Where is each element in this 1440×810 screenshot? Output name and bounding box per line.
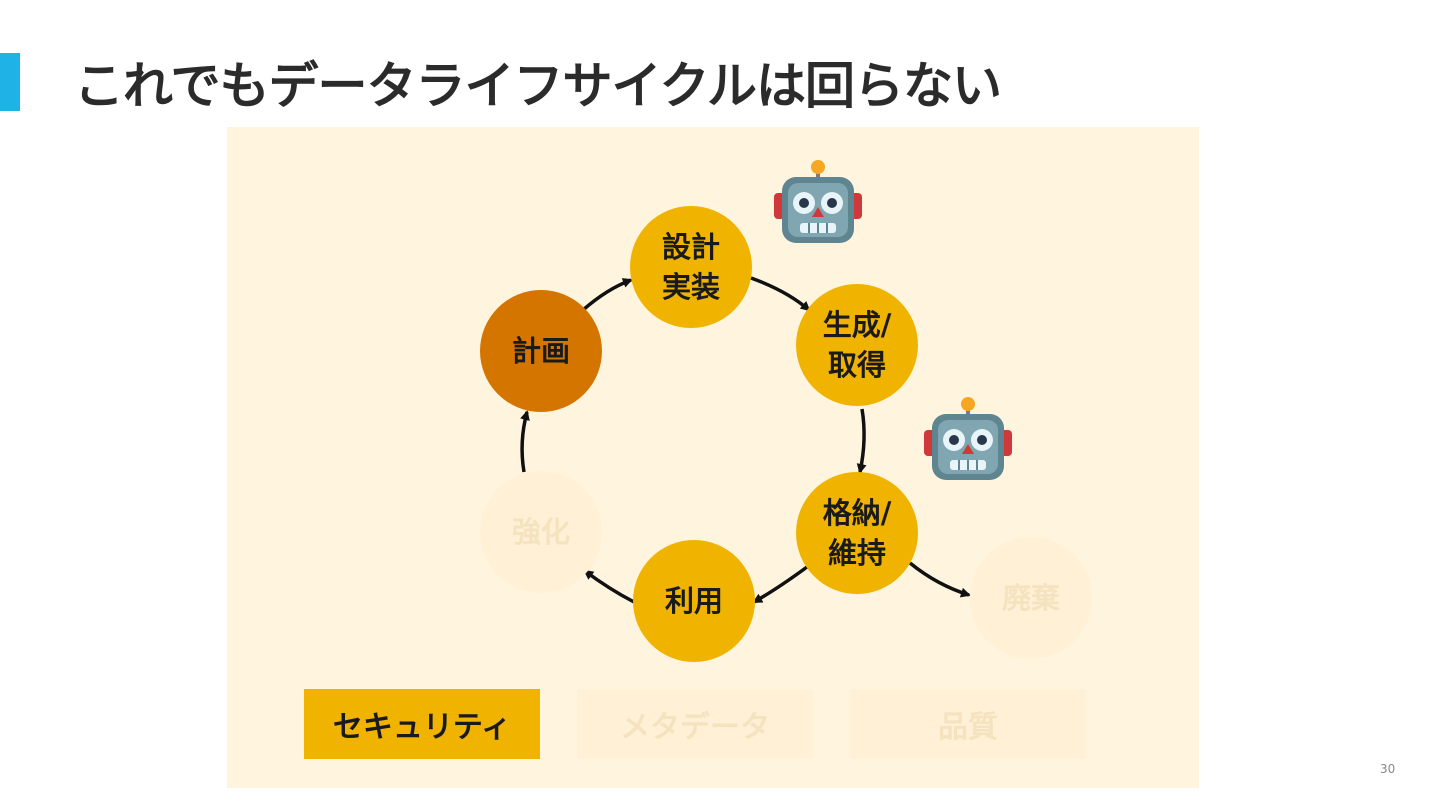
page-number: 30 (1380, 762, 1396, 776)
metadata-box: メタデータ (577, 689, 813, 759)
arrow-enhance-to-plan (520, 410, 530, 473)
slide-title: これでもデータライフサイクルは回らない (74, 57, 1002, 115)
security-box: セキュリティ (304, 689, 540, 759)
node-use: 利用 (633, 540, 755, 662)
quality-box: 品質 (850, 689, 1086, 759)
node-store-maintain: 格納/ 維持 (796, 472, 918, 594)
node-generate-acquire: 生成/ 取得 (796, 284, 918, 406)
title-accent-bar (0, 53, 20, 111)
lifecycle-arrows (520, 276, 971, 604)
arrow-design-to-generate (750, 276, 811, 312)
lifecycle-panel: 計画 設計 実装 生成/ 取得 格納/ 維持 利用 強化 廃棄 セキュリティ メ… (227, 127, 1199, 788)
robot-icon (924, 397, 1012, 480)
node-dispose: 廃棄 (970, 537, 1092, 659)
arrow-store-to-use (752, 565, 809, 604)
arrow-use-to-enhance (583, 569, 635, 604)
node-plan: 計画 (480, 290, 602, 412)
arrow-store-to-dispose (908, 561, 971, 598)
arrow-generate-to-store (856, 408, 867, 474)
node-design-implement: 設計 実装 (630, 206, 752, 328)
arrow-plan-to-design (581, 278, 633, 312)
node-enhance: 強化 (480, 471, 602, 593)
robot-icon (774, 160, 862, 243)
